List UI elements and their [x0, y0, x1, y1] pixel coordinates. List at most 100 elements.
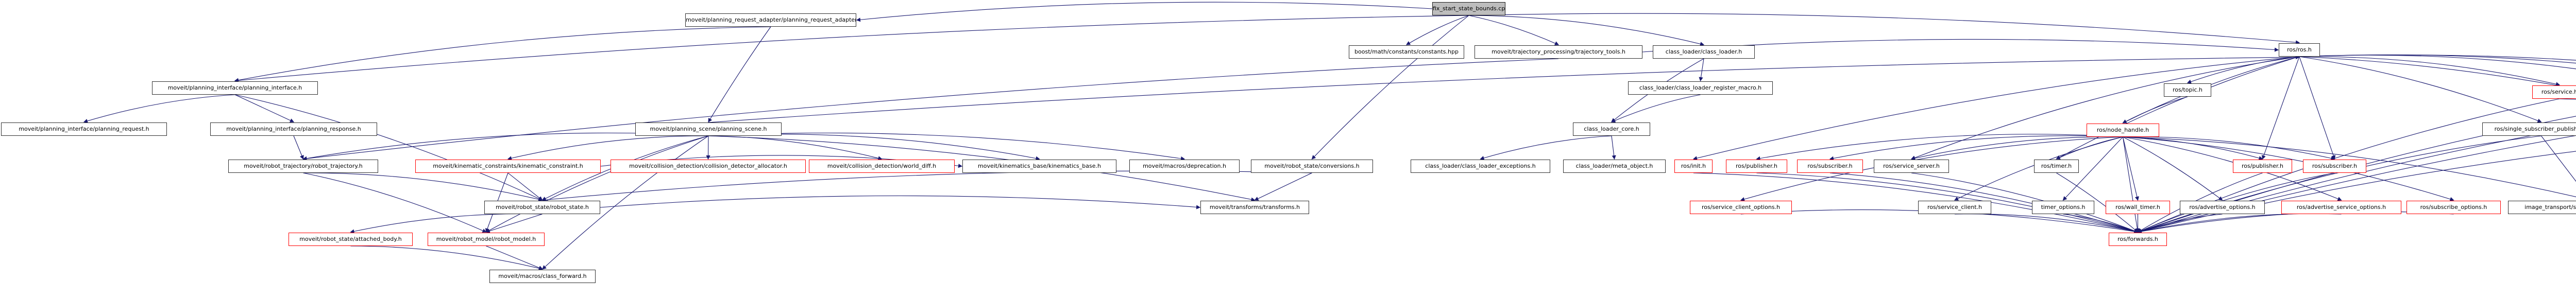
graph-node-subscriber[interactable]: ros/subscriber.h: [1797, 160, 1863, 173]
graph-node-collision_detector_allocator[interactable]: moveit/collision_detection/collision_det…: [611, 160, 806, 173]
edge-robot_state-to-attached_body: [350, 213, 543, 234]
edge-rosh-to-service_server: [1910, 56, 2300, 160]
graph-node-wall_timer[interactable]: ros/wall_timer.h: [2106, 201, 2170, 214]
graph-node-advertise_service_options[interactable]: ros/advertise_service_options.h: [2281, 201, 2401, 214]
graph-node-timer_options[interactable]: timer_options.h: [2032, 201, 2094, 214]
graph-node-planning_request[interactable]: moveit/planning_interface/planning_reque…: [1, 122, 167, 136]
edge-ssp-to-it_ssp: [2541, 135, 2576, 182]
edge-timer_options-to-forwards: [2063, 214, 2139, 233]
graph-node-it_ssp[interactable]: image_transport/single_subscriber_publis…: [2508, 201, 2576, 214]
edge-trajectory_tools-to-robot_trajectory: [302, 58, 1559, 161]
edge-root-to-trajectory_tools: [1468, 15, 1560, 45]
edge-planning_scene-to-class_forward: [542, 135, 709, 270]
graph-node-init[interactable]: ros/init.h: [1674, 160, 1713, 173]
edge-planning_scene-to-rosh: [708, 55, 2300, 123]
edge-advertise_options-to-forwards: [2137, 214, 2223, 233]
graph-node-planning_response[interactable]: moveit/planning_interface/planning_respo…: [210, 122, 377, 136]
graph-node-forwards[interactable]: ros/forwards.h: [2109, 233, 2167, 246]
edge-rosh-to-names: [2299, 56, 2576, 90]
edge-rosh-to-init: [1692, 56, 2300, 161]
graph-node-ssp[interactable]: ros/single_subscriber_publisher.h: [2482, 122, 2576, 136]
edge-node_handle-to-advertise_options: [2123, 136, 2223, 201]
graph-node-timer[interactable]: ros/timer.h: [2034, 160, 2079, 173]
graph-node-exceptions[interactable]: class_loader/class_loader_exceptions.h: [1411, 160, 1550, 173]
edge-publisher-to-forwards: [1756, 172, 2139, 234]
edge-conversions-to-transforms: [1254, 172, 1312, 201]
edge-class_loader_core-to-exceptions: [1480, 135, 1612, 160]
edge-topic-to-node_handle: [2122, 96, 2188, 124]
edge-advertise_service_options-to-forwards: [2137, 213, 2342, 234]
edge-node_handle-to-advertise_service_options: [2123, 136, 2342, 201]
edge-planning_scene-to-collision_detector_allocator: [706, 135, 710, 160]
edge-robot_state-to-robot_model: [485, 214, 543, 233]
graph-node-trajectory_tools[interactable]: moveit/trajectory_processing/trajectory_…: [1475, 45, 1642, 59]
graph-node-robot_model[interactable]: moveit/robot_model/robot_model.h: [428, 233, 545, 246]
edge-node_handle-to-subscriber: [1829, 135, 2123, 161]
edge-planning_scene-to-robot_trajectory: [302, 132, 709, 161]
edge-subscribe_options-to-forwards: [2137, 211, 2454, 234]
graph-node-advertise_options[interactable]: ros/advertise_options.h: [2180, 201, 2265, 214]
graph-node-subscribe_options[interactable]: ros/subscribe_options.h: [2406, 201, 2501, 214]
edge-root-to-rosh: [1468, 13, 2300, 45]
graph-node-subscriber2[interactable]: ros/subscriber.h: [2303, 160, 2366, 173]
edge-planning_response-to-robot_trajectory: [293, 135, 304, 160]
graph-node-service[interactable]: ros/service.h: [2532, 85, 2576, 99]
graph-node-planning_scene[interactable]: moveit/planning_scene/planning_scene.h: [635, 122, 782, 136]
graph-node-class_loader[interactable]: class_loader/class_loader.h: [1653, 45, 1755, 59]
edge-node_handle-to-publisher: [1756, 134, 2123, 161]
graph-node-register_macro[interactable]: class_loader/class_loader_register_macro…: [1628, 81, 1773, 95]
graph-node-publisher2[interactable]: ros/publisher.h: [2233, 160, 2292, 173]
graph-node-boost[interactable]: boost/math/constants/constants.hpp: [1349, 45, 1464, 59]
edge-subscriber2-to-forwards: [2137, 172, 2335, 233]
edge-adapter-to-planning_scene: [708, 26, 771, 123]
graph-node-rosh[interactable]: ros/ros.h: [2279, 43, 2320, 57]
edge-init-to-forwards: [1693, 172, 2139, 234]
edge-robot_state-to-transforms: [600, 195, 1201, 209]
edge-node_handle-to-timer_options: [2062, 136, 2123, 201]
graph-node-adapter[interactable]: moveit/planning_request_adapter/planning…: [685, 13, 856, 27]
edge-node_handle-to-wall_timer: [2122, 136, 2139, 201]
graph-node-service_client_options[interactable]: ros/service_client_options.h: [1690, 201, 1792, 214]
graph-node-class_loader_core[interactable]: class_loader_core.h: [1573, 122, 1650, 136]
edge-node_handle-to-subscribe_options: [2123, 136, 2454, 201]
edge-class_loader_core-to-meta_object: [1611, 135, 1616, 160]
edge-robot_trajectory-to-robot_model: [303, 172, 487, 233]
edge-rosh-to-topic: [2187, 56, 2300, 84]
edge-class_loader-to-register_macro: [1699, 58, 1704, 82]
graph-node-robot_state[interactable]: moveit/robot_state/robot_state.h: [484, 201, 600, 214]
edge-planning_scene-to-transforms: [708, 135, 1256, 202]
edge-timer-to-forwards: [2056, 172, 2139, 233]
graph-node-meta_object[interactable]: class_loader/meta_object.h: [1563, 160, 1666, 173]
edge-node_handle-to-service_server: [1910, 136, 2123, 161]
graph-node-class_forward[interactable]: moveit/macros/class_forward.h: [489, 270, 596, 283]
graph-node-attached_body[interactable]: moveit/robot_state/attached_body.h: [289, 233, 413, 246]
edge-service-to-names: [2559, 98, 2576, 100]
edge-root-to-boost: [1405, 15, 1469, 45]
graph-node-conversions[interactable]: moveit/robot_state/conversions.h: [1251, 160, 1373, 173]
graph-node-topic[interactable]: ros/topic.h: [2164, 83, 2211, 97]
edge-planning_scene-to-deprecation: [708, 132, 1185, 161]
graph-node-publisher[interactable]: ros/publisher.h: [1726, 160, 1787, 173]
edge-rosh-to-ssp: [2299, 56, 2542, 123]
edge-node_handle-to-subscriber2: [2123, 136, 2335, 161]
graph-node-planning_interface[interactable]: moveit/planning_interface/planning_inter…: [152, 81, 318, 95]
graph-node-deprecation[interactable]: moveit/macros/deprecation.h: [1129, 160, 1240, 173]
graph-node-robot_trajectory[interactable]: moveit/robot_trajectory/robot_trajectory…: [228, 160, 378, 173]
graph-node-transforms[interactable]: moveit/transforms/transforms.h: [1200, 201, 1309, 214]
graph-node-world_diff[interactable]: moveit/collision_detection/world_diff.h: [809, 160, 955, 173]
edge-planning_scene-to-robot_model: [485, 135, 709, 233]
graph-node-root[interactable]: fix_start_state_bounds.cpp: [1432, 2, 1505, 15]
edge-rosh-to-publisher2: [2261, 56, 2300, 160]
edge-rosh-to-master: [2299, 55, 2576, 69]
graph-node-kinematic_constraint[interactable]: moveit/kinematic_constraints/kinematic_c…: [415, 160, 601, 173]
graph-node-service_server[interactable]: ros/service_server.h: [1874, 160, 1949, 173]
graph-node-service_client[interactable]: ros/service_client.h: [1918, 201, 1991, 214]
edge-planning_interface-to-robot_state: [234, 94, 543, 201]
graph-node-kinematics_base[interactable]: moveit/kinematics_base/kinematics_base.h: [962, 160, 1116, 173]
graph-node-node_handle[interactable]: ros/node_handle.h: [2087, 124, 2159, 137]
edge-root-to-class_loader: [1468, 15, 1705, 46]
edge-robot_model-to-class_forward: [486, 245, 544, 270]
edge-rosh-to-service: [2299, 56, 2561, 86]
edge-root-to-conversions: [1311, 15, 1469, 160]
